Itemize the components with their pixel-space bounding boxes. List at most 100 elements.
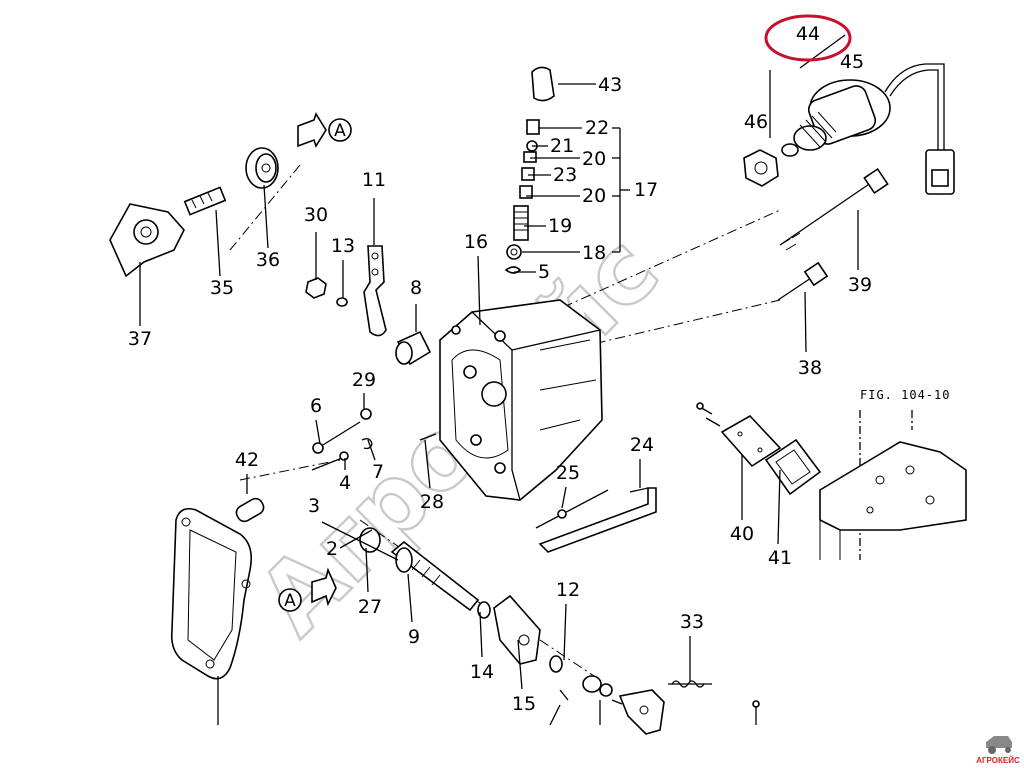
callout-42: 42: [235, 449, 259, 471]
clip-7: [361, 438, 373, 450]
callout-15: 15: [512, 693, 536, 715]
plate-41: [764, 438, 822, 496]
callout-17: 17: [634, 179, 658, 201]
pin-42: [235, 497, 265, 523]
solenoid-assembly: [743, 63, 955, 195]
callout-20: 20: [582, 185, 606, 207]
view-mark-bottom: A: [284, 591, 296, 611]
highlight-ring: [764, 14, 852, 62]
leader-27: [365, 547, 369, 593]
callout-41: 41: [768, 547, 792, 569]
flange-36: [245, 147, 279, 189]
callout-28: 28: [420, 491, 444, 513]
bolts-40: [696, 402, 721, 427]
callout-5: 5: [538, 261, 550, 283]
leader-16: [477, 255, 481, 326]
washer-13: [336, 297, 348, 307]
corner-logo-text: АГРОКЕЙС: [976, 756, 1020, 765]
valve-stack: [504, 66, 555, 274]
callout-35: 35: [210, 277, 234, 299]
leader-28: [424, 439, 431, 489]
callout-40: 40: [730, 523, 754, 545]
fork-15: [493, 594, 563, 673]
main-housing: [439, 299, 603, 501]
washer-14: [477, 601, 491, 619]
view-arrow-top: A: [297, 112, 352, 148]
tractor-icon: [986, 736, 1012, 748]
leader-6: [315, 419, 321, 445]
washer-29: [360, 408, 372, 420]
callout-23: 23: [553, 164, 577, 186]
bolt-39: [779, 167, 889, 251]
rod-25: [535, 489, 609, 529]
view-arrow-bottom: A: [278, 567, 337, 612]
callout-3: 3: [308, 495, 320, 517]
bolt-38: [777, 261, 829, 301]
callout-25: 25: [556, 462, 580, 484]
gasket-40: [720, 414, 782, 468]
callout-37: 37: [128, 328, 152, 350]
cover-gasket: [170, 507, 253, 725]
callout-9: 9: [408, 626, 420, 648]
spring-33: [668, 680, 712, 688]
leader-41: [777, 469, 781, 545]
callout-27: 27: [358, 596, 382, 618]
corner-logo: АГРОКЕЙС: [976, 736, 1020, 765]
callout-20: 20: [582, 148, 606, 170]
shaft-9: [390, 540, 480, 612]
bush-12: [549, 675, 613, 726]
bolt-6: [312, 421, 361, 454]
callout-18: 18: [582, 242, 606, 264]
callout-38: 38: [798, 357, 822, 379]
bracket-24: [538, 487, 657, 553]
callout-44: 44: [796, 23, 820, 45]
callout-11: 11: [362, 169, 386, 191]
callout-24: 24: [630, 434, 654, 456]
bushing-8: [395, 330, 432, 366]
callout-21: 21: [550, 135, 574, 157]
callout-39: 39: [848, 274, 872, 296]
leader-35: [215, 209, 221, 277]
view-mark-top: A: [334, 121, 346, 141]
callout-8: 8: [410, 277, 422, 299]
pin-28: [419, 433, 437, 441]
leader-15: [517, 639, 523, 690]
leader-14: [479, 611, 483, 658]
pin-lower: [752, 700, 760, 725]
callout-46: 46: [744, 111, 768, 133]
callout-7: 7: [372, 461, 384, 483]
callout-30: 30: [304, 204, 328, 226]
leader-25: [561, 486, 567, 509]
callout-19: 19: [548, 215, 572, 237]
leader-38: [804, 291, 807, 353]
callout-36: 36: [256, 249, 280, 271]
nut-30: [305, 277, 327, 299]
callout-45: 45: [840, 51, 864, 73]
callout-4: 4: [339, 472, 351, 494]
knob-37: [109, 203, 185, 278]
bracket-17: [612, 127, 630, 253]
clip-lower: [611, 689, 665, 735]
callout-43: 43: [598, 74, 622, 96]
callout-16: 16: [464, 231, 488, 253]
callout-2: 2: [326, 538, 338, 560]
callout-12: 12: [556, 579, 580, 601]
leader-lines: [139, 34, 859, 690]
leader-2: [339, 529, 373, 549]
leader-3: [321, 521, 399, 561]
leader-44: [799, 34, 846, 69]
lever-11: [363, 245, 387, 337]
leader-9: [407, 573, 413, 623]
leader-12: [563, 603, 567, 661]
pin-35: [183, 186, 227, 216]
leader-36: [263, 184, 269, 249]
callout-29: 29: [352, 369, 376, 391]
callout-33: 33: [680, 611, 704, 633]
callout-13: 13: [331, 235, 355, 257]
leader-7: [367, 439, 376, 461]
fig-ref-sketch: [819, 410, 967, 560]
callout-14: 14: [470, 661, 494, 683]
callout-22: 22: [585, 117, 609, 139]
